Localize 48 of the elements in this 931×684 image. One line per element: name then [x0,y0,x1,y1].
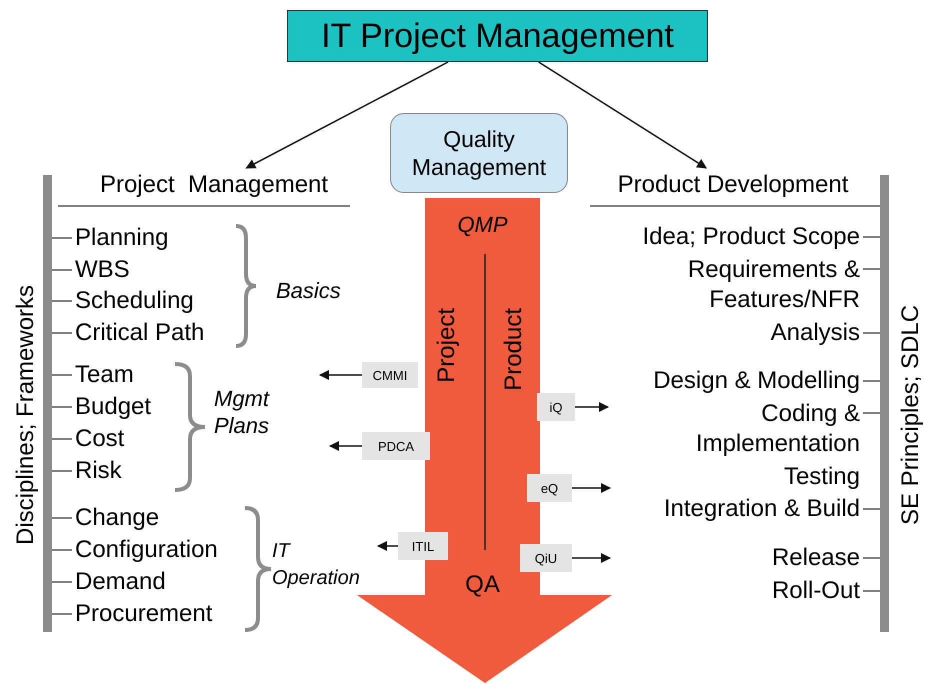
arrow-text: Product [499,308,528,391]
list-item: Team [75,360,134,390]
list-item: Risk [75,456,122,486]
list-item: Procurement [75,599,212,629]
list-item: Cost [75,424,124,454]
arrow-text: QMP [456,211,509,239]
arrow [572,553,611,563]
list-item: Roll-Out [772,576,860,606]
arrow-text: QA [464,570,501,600]
list-item: Analysis [770,318,860,348]
arrow [377,541,398,551]
arrow [538,61,707,169]
list-item: Configuration [75,535,218,565]
column-heading: Product Development [592,168,874,202]
list-item: Budget [75,392,152,422]
list-item: Idea; Product Scope [642,222,860,252]
column-heading: Project Management [76,168,352,202]
list-item: WBS [75,255,130,285]
list-item: Scheduling [75,286,194,316]
group-label: Basics [276,276,341,304]
list-item: Design & Modelling [653,366,860,396]
process-box: Quality Management [390,113,568,193]
list-item: Planning [75,223,168,253]
tag-box: ITIL [398,532,448,560]
group-label: IT Operation [272,539,360,591]
list-item: Demand [75,567,166,597]
arrow [572,483,611,493]
tag-box: iQ [537,393,575,421]
tag-box: QiU [520,544,572,572]
group-label: Mgmt Plans [214,385,271,439]
arrow-text: Project [432,308,461,383]
tag-box: PDCA [362,432,430,460]
list-item: Release [772,543,860,573]
list-item: Change [75,503,160,533]
arrow [575,402,609,412]
list-item: Testing [784,462,860,492]
vertical-label: SE Principles; SDLC [897,304,925,528]
title-box: IT Project Management [287,10,708,62]
arrow [319,370,362,380]
list-item: Critical Path [75,318,204,348]
list-item: Coding & Implementation [694,399,860,459]
list-item: Integration & Build [664,494,860,524]
tag-box: CMMI [362,362,418,388]
arrow [329,441,362,451]
vertical-label: Disciplines; Frameworks [12,284,40,548]
list-item: Requirements & Features/NFR [686,255,860,315]
tag-box: eQ [527,474,572,502]
arrow [245,61,448,169]
